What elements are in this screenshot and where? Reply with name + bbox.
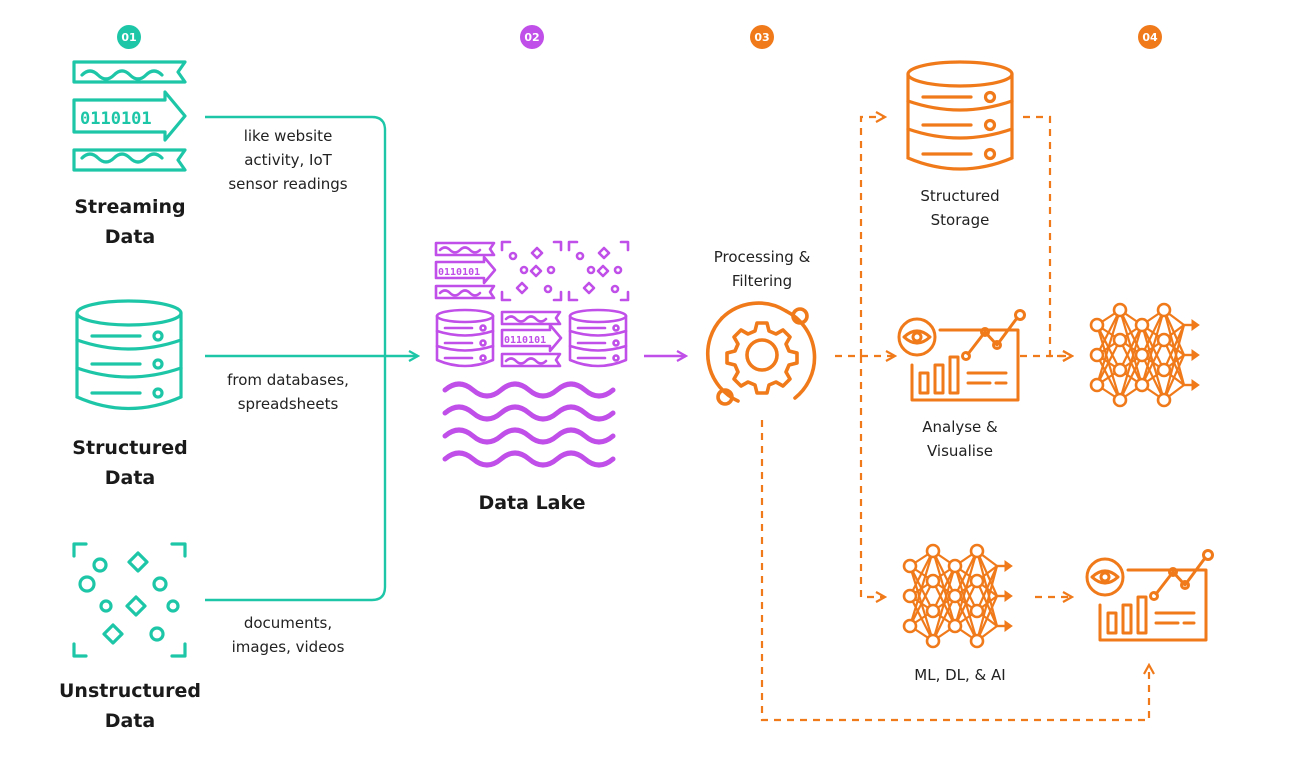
unstructured-data-icon [72, 542, 187, 658]
step-number: 02 [524, 31, 539, 44]
step-number: 04 [1142, 31, 1158, 44]
source-description: images, videos [232, 638, 345, 656]
step-number: 01 [121, 31, 136, 44]
data-lake-title: Data Lake [478, 492, 585, 514]
database-icon [906, 60, 1014, 171]
source-title: Streaming [74, 196, 185, 218]
gear-icon [705, 301, 817, 406]
processing-label: Filtering [732, 272, 792, 290]
step-badge-01: 01 [117, 25, 141, 49]
processing-label: Processing & [714, 248, 811, 266]
binary-text: 0110101 [438, 267, 480, 278]
source-description: spreadsheets [238, 395, 339, 413]
storage-label: Storage [931, 211, 990, 229]
source-connectors [205, 115, 418, 602]
neural-network-icon [902, 543, 1013, 649]
source-title: Data [105, 226, 156, 248]
step-number: 03 [754, 31, 769, 44]
step-badge-02: 02 [520, 25, 544, 49]
binary-text: 0110101 [80, 109, 152, 129]
source-description: activity, IoT [244, 151, 332, 169]
analyse-label: Analyse & [922, 418, 998, 436]
dashboard-icon [897, 309, 1026, 402]
storage-label: Structured [920, 187, 999, 205]
binary-text: 0110101 [504, 335, 546, 346]
source-title: Data [105, 467, 156, 489]
analyse-label: Visualise [927, 442, 993, 460]
step-badge-03: 03 [750, 25, 774, 49]
lake-waves [442, 381, 616, 468]
source-description: sensor readings [228, 175, 347, 193]
streaming-data-icon: 0110101 [72, 60, 187, 172]
source-title: Structured [72, 437, 187, 459]
database-icon [75, 299, 183, 411]
source-title: Unstructured [59, 680, 201, 702]
neural-network-icon [1089, 302, 1200, 408]
ml-label: ML, DL, & AI [914, 666, 1005, 684]
dashboard-icon [1085, 549, 1214, 642]
source-description: like website [244, 127, 333, 145]
source-title: Data [105, 710, 156, 732]
processing-connectors [760, 117, 1149, 722]
step-badge-04: 04 [1138, 25, 1162, 49]
data-lake-icon: 0110101 0110101 [434, 240, 630, 368]
source-description: documents, [244, 614, 332, 632]
source-description: from databases, [227, 371, 349, 389]
